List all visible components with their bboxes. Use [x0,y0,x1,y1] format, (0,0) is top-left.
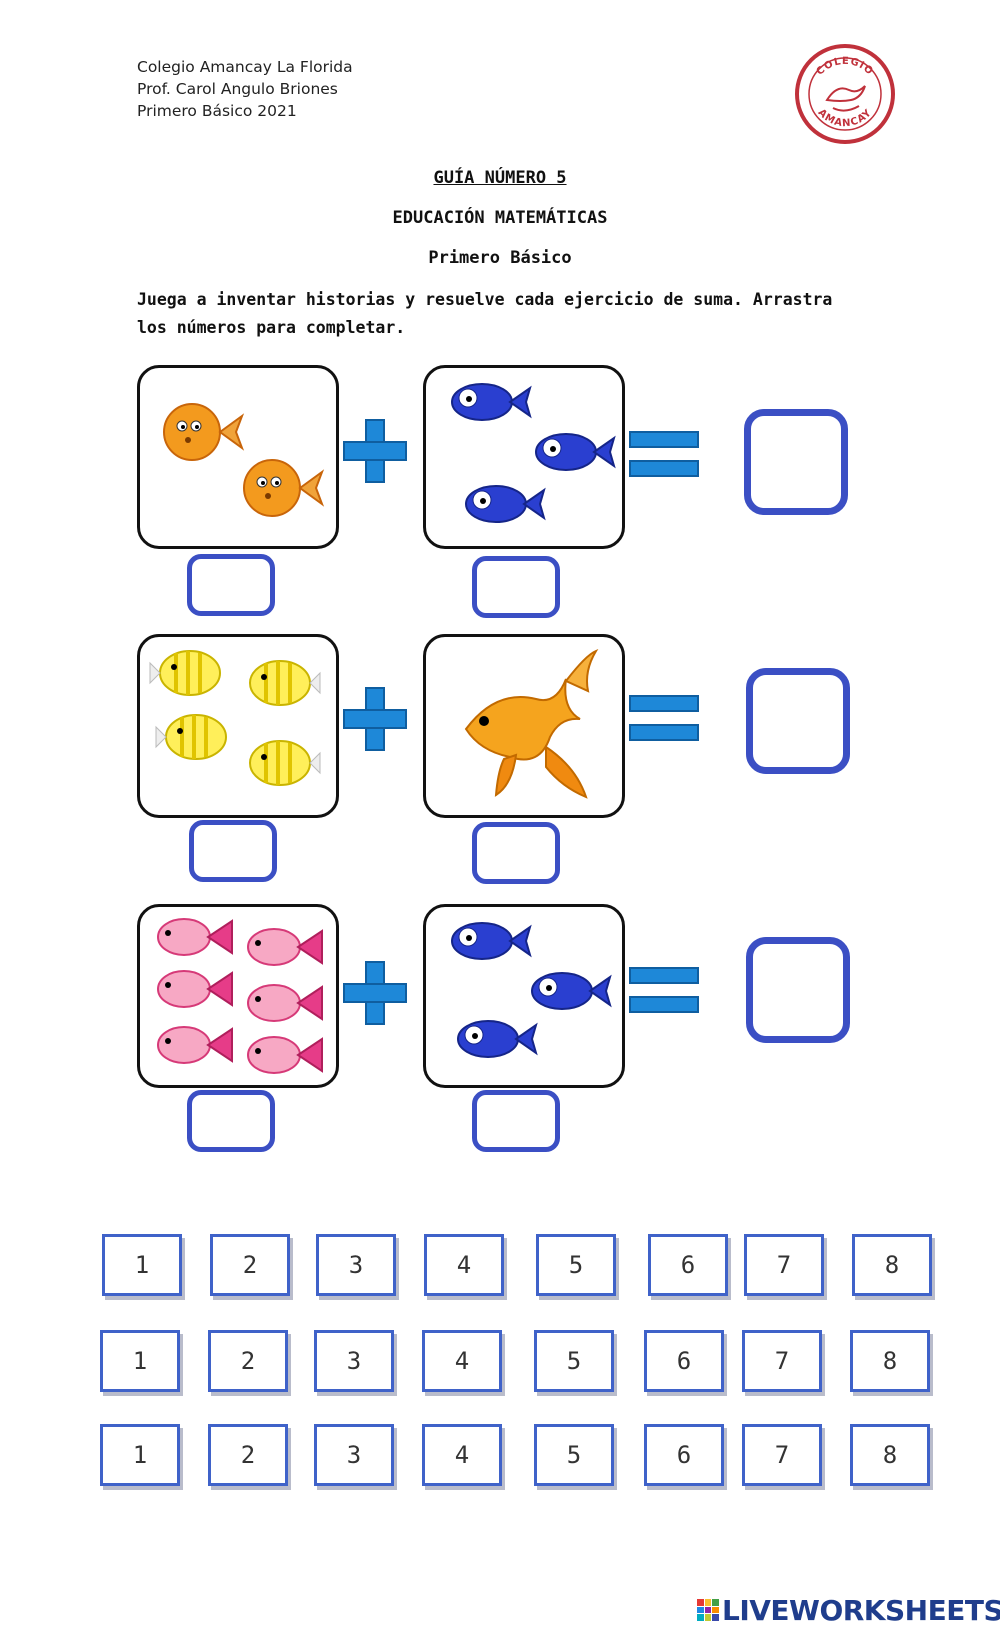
liveworksheets-grid-icon [697,1599,719,1621]
number-tile[interactable]: 2 [208,1424,288,1486]
subject-title: EDUCACIÓN MATEMÁTICAS [392,208,608,228]
exercise-2-left-picture [137,634,339,818]
exercise-3-right-picture [423,904,625,1088]
number-tile[interactable]: 1 [100,1424,180,1486]
number-tile[interactable]: 3 [314,1330,394,1392]
number-tile[interactable]: 5 [534,1330,614,1392]
instructions: Juega a inventar historias y resuelve ca… [137,290,833,337]
number-tile[interactable]: 4 [422,1330,502,1392]
blue-fish-icon [451,383,616,523]
level-title: Primero Básico [428,248,572,268]
number-tile[interactable]: 5 [534,1424,614,1486]
exercise-3-sum-box[interactable] [746,937,850,1043]
exercise-2-right-count-box[interactable] [472,822,560,884]
exercise-1-sum-box[interactable] [744,409,848,515]
equals-icon [628,694,700,744]
brand-text: LIVEWORKSHEETS [722,1593,1000,1627]
plus-icon [342,686,408,752]
number-tile[interactable]: 5 [536,1234,616,1296]
exercise-1-left-count-box[interactable] [187,554,275,616]
number-tile[interactable]: 1 [102,1234,182,1296]
number-tile[interactable]: 3 [316,1234,396,1296]
pufferfish-icon [163,403,325,517]
number-tile[interactable]: 8 [850,1424,930,1486]
exercise-1-left-picture [137,365,339,549]
exercise-2-sum-box[interactable] [746,668,850,774]
number-tile[interactable]: 2 [210,1234,290,1296]
guide-title: GUÍA NÚMERO 5 [433,168,567,188]
pink-fish-icon [157,918,323,1074]
school-name: Colegio Amancay La Florida [137,58,353,76]
number-tile[interactable]: 4 [424,1234,504,1296]
school-header: Colegio Amancay La Florida Prof. Carol A… [137,56,353,122]
exercise-1-right-picture [423,365,625,549]
grade-year: Primero Básico 2021 [137,102,297,120]
exercise-2-left-count-box[interactable] [189,820,277,882]
equals-icon [628,430,700,480]
number-tile[interactable]: 2 [208,1330,288,1392]
liveworksheets-logo[interactable]: LIVEWORKSHEETS [697,1592,1000,1628]
exercise-3-right-count-box[interactable] [472,1090,560,1152]
exercise-3-left-count-box[interactable] [187,1090,275,1152]
yellow-striped-fish-icon [149,650,321,786]
number-tile[interactable]: 8 [850,1330,930,1392]
exercise-2-right-picture [423,634,625,818]
number-tile[interactable]: 6 [644,1424,724,1486]
plus-icon [342,960,408,1026]
plus-icon [342,418,408,484]
number-tile[interactable]: 7 [744,1234,824,1296]
goldfish-icon [464,648,599,799]
number-tile[interactable]: 8 [852,1234,932,1296]
number-tile[interactable]: 7 [742,1424,822,1486]
number-tile[interactable]: 6 [648,1234,728,1296]
school-seal-logo: COLEGIO AMANCAY [793,42,897,146]
equals-icon [628,966,700,1016]
number-tile[interactable]: 1 [100,1330,180,1392]
number-tile[interactable]: 7 [742,1330,822,1392]
number-tile[interactable]: 4 [422,1424,502,1486]
number-tile[interactable]: 3 [314,1424,394,1486]
blue-fish-icon [451,922,612,1058]
number-tile[interactable]: 6 [644,1330,724,1392]
teacher-name: Prof. Carol Angulo Briones [137,80,338,98]
exercise-1-right-count-box[interactable] [472,556,560,618]
exercise-3-left-picture [137,904,339,1088]
